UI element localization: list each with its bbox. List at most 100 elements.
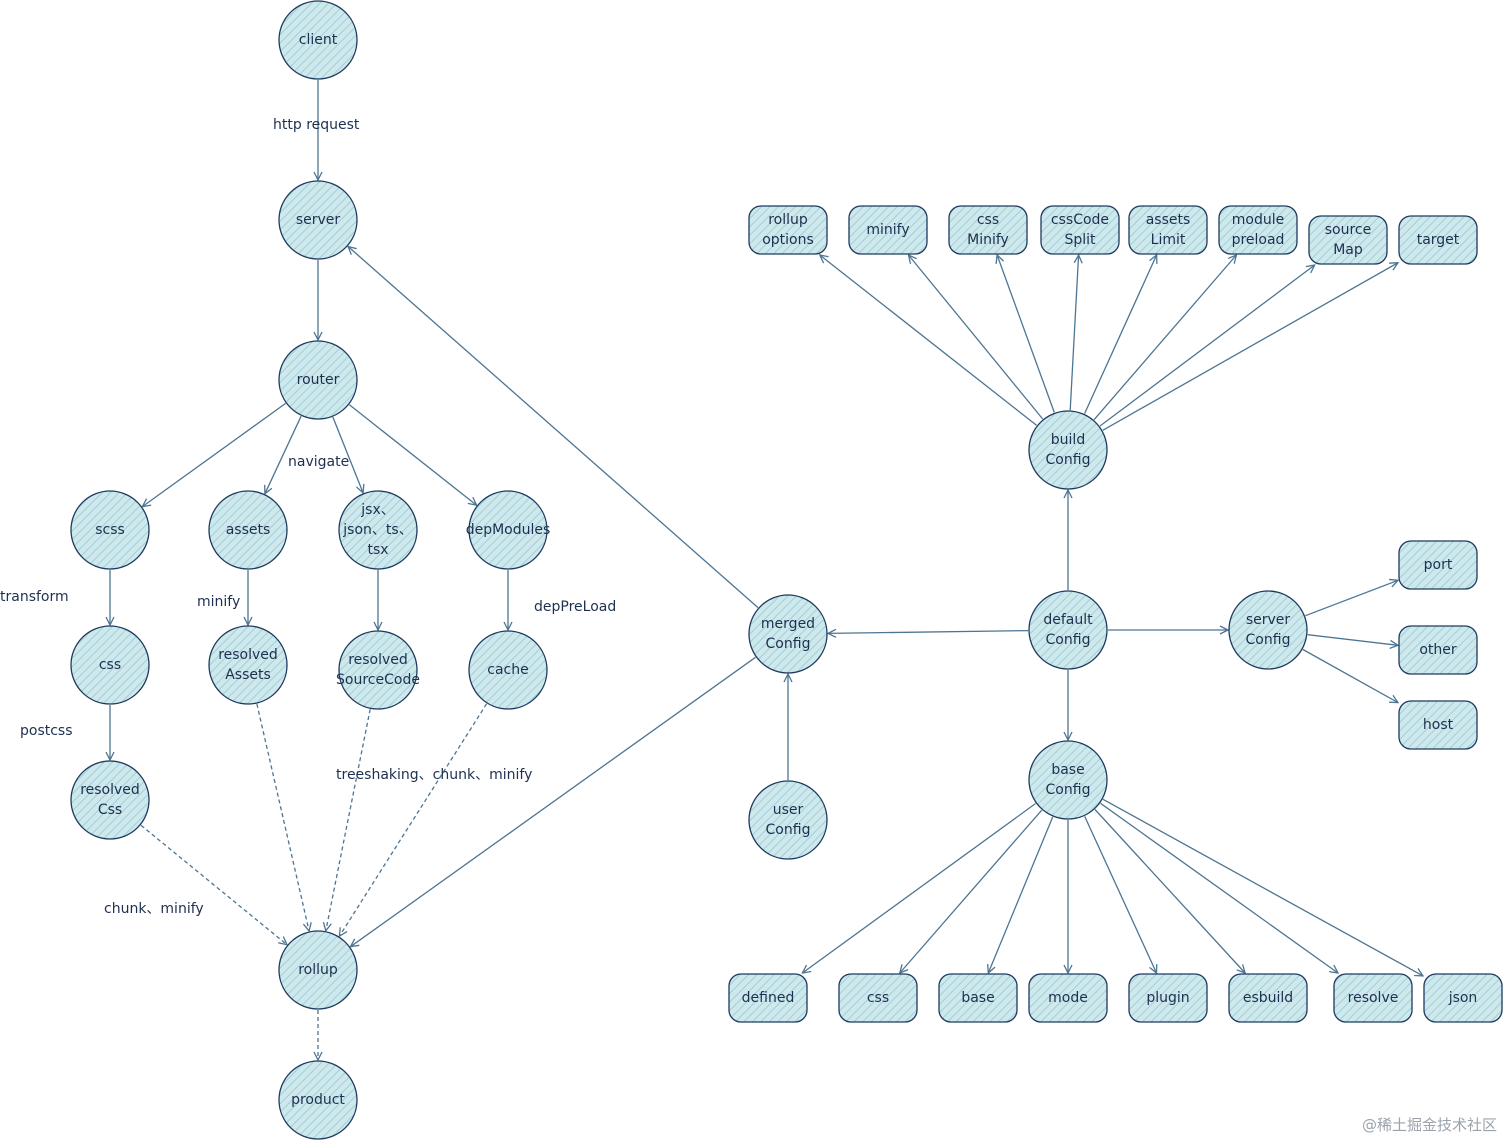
node-css-left[interactable]: css [70,625,150,705]
node-label-defaultConfig: Config [1046,632,1091,648]
node-label-router: router [297,372,340,388]
node-json[interactable]: json [1423,973,1503,1023]
edge-baseConfig-to-resolve [1100,802,1339,973]
node-shape-esbuild [1228,973,1308,1023]
edge-serverConfig-to-other [1307,634,1398,646]
node-label-userConfig: user [773,802,804,818]
node-label-defined: defined [742,990,795,1006]
node-label-resolvedCss: resolved [80,782,140,798]
node-label-sourceMap: source [1325,222,1372,238]
node-product[interactable]: product [278,1060,358,1140]
node-label-baseConfig: Config [1046,782,1091,798]
node-depModules[interactable]: depModules [466,490,551,570]
node-cache[interactable]: cache [468,630,548,710]
node-shape-userConfig [748,780,828,860]
node-shape-sourceMap [1308,215,1388,265]
node-resolve[interactable]: resolve [1333,973,1413,1023]
node-shape-cssCodeSplit [1040,205,1120,255]
node-label-json: json [1448,990,1478,1006]
node-scss[interactable]: scss [70,490,150,570]
node-rollup[interactable]: rollup [278,930,358,1010]
node-label-mergedConfig: merged [761,616,815,632]
edge-baseConfig-to-defined [802,802,1036,974]
node-host[interactable]: host [1398,700,1478,750]
node-base[interactable]: base [938,973,1018,1023]
node-shape-product [278,1060,358,1140]
node-shape-mode [1028,973,1108,1023]
edge-label-depPreLoad: depPreLoad [534,599,616,615]
node-label-jsx: jsx、 [360,502,394,518]
node-shape-port [1398,540,1478,590]
node-label-server: server [296,212,341,228]
node-shape-json [1423,973,1503,1023]
node-label-cssMinify: css [977,212,999,228]
node-label-plugin: plugin [1146,990,1189,1006]
node-label-modulePreload: module [1232,212,1284,228]
node-label-jsx: tsx [367,542,388,558]
node-label-esbuild: esbuild [1243,990,1293,1006]
edges-layer [110,80,1423,1060]
node-label-jsx: json、ts、 [342,522,412,538]
node-css-base[interactable]: css [838,973,918,1023]
node-mode[interactable]: mode [1028,973,1108,1023]
node-modulePreload[interactable]: module preload [1218,205,1298,255]
edge-label-transform: transform [0,589,69,605]
edge-buildConfig-to-target [1102,263,1398,431]
node-label-client: client [299,32,338,48]
node-label-buildConfig: Config [1046,452,1091,468]
node-other[interactable]: other [1398,625,1478,675]
edge-buildConfig-to-rollupOptions [820,255,1037,426]
node-target[interactable]: target [1398,215,1478,265]
node-label-product: product [291,1092,345,1108]
node-server[interactable]: server [278,180,358,260]
node-label-cssCodeSplit: Split [1064,232,1096,248]
node-router[interactable]: router [278,340,358,420]
edge-baseConfig-to-esbuild [1094,809,1245,974]
node-port[interactable]: port [1398,540,1478,590]
node-label-mode: mode [1048,990,1088,1006]
node-shape-resolvedCss [70,760,150,840]
node-jsx[interactable]: jsx、 json、ts、 tsx [338,490,418,570]
node-label-resolvedSourceCode: resolved [348,652,408,668]
node-minify[interactable]: minify [848,205,928,255]
node-shape-resolve [1333,973,1413,1023]
node-shape-plugin [1128,973,1208,1023]
node-shape-cssMinify [948,205,1028,255]
node-label-modulePreload: preload [1232,232,1285,248]
edge-cache-to-rollup [339,703,488,936]
node-defined[interactable]: defined [728,973,808,1023]
edge-label-chunk-minify: chunk、minify [104,901,204,917]
node-label-assetsLimit: Limit [1151,232,1186,248]
edge-mergedConfig-to-server [348,246,759,609]
node-shape-defined [728,973,808,1023]
edge-resolvedCss-to-rollup [140,824,287,944]
node-shape-serverConfig [1228,590,1308,670]
node-label-userConfig: Config [766,822,811,838]
node-shape-host [1398,700,1478,750]
node-assets[interactable]: assets [208,490,288,570]
node-plugin[interactable]: plugin [1128,973,1208,1023]
node-shape-jsx [338,490,418,570]
edge-buildConfig-to-modulePreload [1093,255,1236,421]
node-shape-resolvedSourceCode [338,630,418,710]
node-shape-cache [468,630,548,710]
node-label-base: base [961,990,994,1006]
node-shape-other [1398,625,1478,675]
node-client[interactable]: client [278,0,358,80]
node-label-rollup: rollup [298,962,338,978]
node-esbuild[interactable]: esbuild [1228,973,1308,1023]
